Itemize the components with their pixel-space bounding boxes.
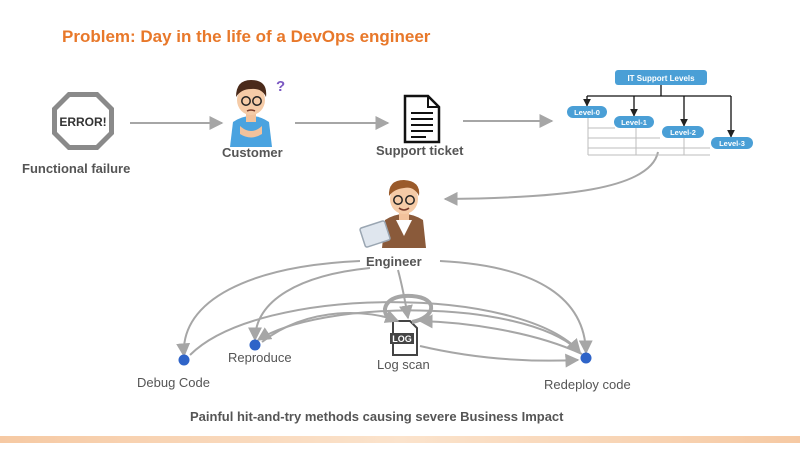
log-scan-label: Log scan (377, 357, 430, 372)
support-ticket-label: Support ticket (376, 143, 464, 158)
arrow-engineer-to-log (397, 269, 413, 320)
arrow-log-to-redeploy (419, 345, 580, 368)
level-3-box (711, 137, 753, 149)
reproduce-label: Reproduce (228, 350, 292, 365)
customer-icon (230, 80, 272, 147)
support-header-label: IT Support Levels (627, 74, 695, 83)
level-0-box (567, 106, 607, 118)
redeploy-code-node (580, 352, 592, 364)
debug-code-label: Debug Code (137, 375, 210, 390)
error-badge-text: ERROR! (59, 115, 106, 129)
level-3-label: Level-3 (719, 139, 745, 148)
arrow-debug-to-redeploy (189, 301, 581, 356)
arrow-redeploy-to-log (418, 314, 583, 355)
arrow-reproduce-to-log (261, 309, 400, 343)
reproduce-node (249, 339, 261, 351)
debug-code-node (178, 354, 190, 366)
page-title: Problem: Day in the life of a DevOps eng… (62, 27, 431, 46)
arrow-engineer-to-redeploy (439, 260, 593, 355)
redeploy-code-label: Redeploy code (544, 377, 631, 392)
customer-label: Customer (222, 145, 283, 160)
level-1-label: Level-1 (621, 118, 647, 127)
error-sign-icon: ERROR! (52, 92, 114, 150)
arrow-redeploy-to-reproduce (256, 309, 579, 351)
question-mark: ? (276, 78, 285, 95)
support-levels-chart: IT Support Levels Level-0 Level-1 Level-… (567, 70, 753, 156)
log-file-icon: LOG (390, 320, 418, 356)
arrow-engineer-to-reproduce (248, 267, 371, 342)
impact-caption: Painful hit-and-try methods causing seve… (190, 409, 564, 424)
bottom-accent-bar (0, 436, 800, 443)
tablet-icon (359, 220, 391, 248)
support-header-box (615, 70, 707, 85)
arrow-support-to-engineer (443, 151, 659, 206)
level-2-label: Level-2 (670, 128, 696, 137)
log-icon-text: LOG (392, 334, 412, 344)
arrow-engineer-to-debug (176, 260, 361, 358)
level-2-box (662, 126, 704, 138)
functional-failure-label: Functional failure (22, 161, 131, 176)
engineer-label: Engineer (366, 254, 422, 269)
document-icon (403, 94, 441, 144)
level-0-label: Level-0 (574, 108, 600, 117)
engineer-icon (359, 180, 426, 248)
level-1-box (614, 116, 654, 128)
